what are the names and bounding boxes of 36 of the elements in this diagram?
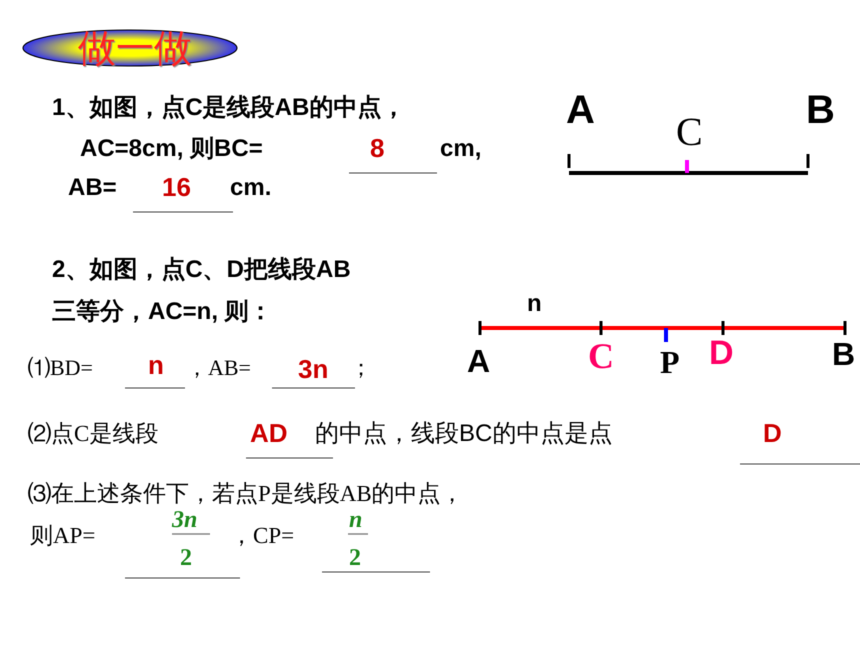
question-text: AB=: [68, 176, 117, 200]
fraction-denominator: 2: [180, 546, 192, 570]
fraction-denominator: 2: [349, 546, 361, 570]
answer-text: D: [763, 420, 782, 446]
answer-text: n: [148, 352, 164, 378]
question-text: 三等分，AC=n, 则：: [52, 300, 273, 324]
question-text: 则AP=: [30, 524, 96, 547]
unit-text: cm,: [440, 137, 482, 161]
question-text: AC=8cm, 则BC=: [80, 137, 263, 161]
point-label: B: [806, 90, 835, 130]
unit-text: cm.: [230, 176, 272, 200]
question-text: 1、如图，点C是线段AB的中点，: [52, 96, 406, 120]
question-text: ⑵点C是线段: [28, 422, 158, 445]
fraction-numerator: 3n: [172, 508, 198, 532]
length-label: n: [527, 292, 542, 316]
question-text: ⑶在上述条件下，若点P是线段AB的中点，: [28, 482, 464, 505]
answer-text: AD: [250, 420, 288, 446]
answer-text: 8: [370, 135, 384, 161]
answer-text: 16: [162, 174, 191, 200]
title-text: 做一做: [78, 30, 192, 68]
question-text: 的中点，线段BC的中点是点: [315, 422, 612, 446]
point-label: A: [566, 90, 595, 130]
question-text: 2、如图，点C、D把线段AB: [52, 258, 351, 282]
question-text: ，AB=: [186, 357, 251, 379]
point-label: D: [709, 336, 734, 370]
point-label: C: [588, 338, 614, 374]
question-text: ，CP=: [230, 524, 294, 547]
point-label: B: [832, 338, 856, 370]
point-label: C: [676, 112, 703, 152]
point-label: A: [467, 345, 490, 377]
title-ellipse: [22, 30, 238, 66]
answer-text: 3n: [298, 356, 328, 382]
point-label: P: [660, 346, 680, 378]
question-text: ；: [350, 357, 372, 379]
fraction-numerator: n: [349, 508, 362, 532]
question-text: ⑴BD=: [28, 357, 93, 379]
